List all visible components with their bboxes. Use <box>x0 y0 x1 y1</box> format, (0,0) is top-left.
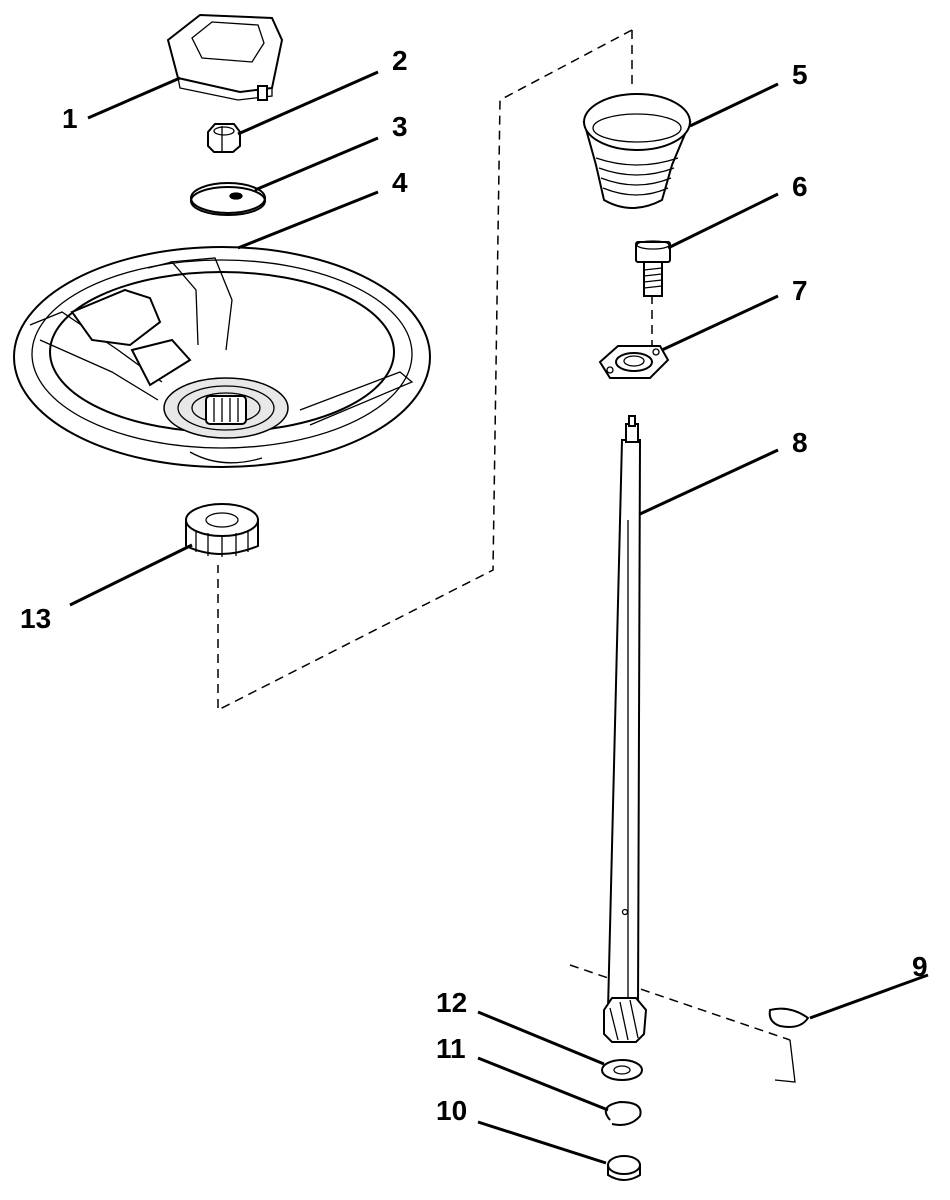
callout-numbers: 1 2 3 4 5 6 7 8 9 10 11 12 13 <box>20 45 928 1126</box>
part-11-retaining-ring[interactable] <box>604 1100 642 1126</box>
part-1-steering-cap[interactable] <box>166 13 284 101</box>
leader-lines <box>69 70 929 1165</box>
callout-11: 11 <box>436 1033 466 1064</box>
part-13-splined-adapter[interactable] <box>185 503 259 557</box>
assembly-dash-lines <box>217 29 791 1041</box>
part-6-bolt[interactable] <box>635 240 671 297</box>
part-4-steering-wheel[interactable] <box>13 246 431 468</box>
callout-10: 10 <box>436 1095 467 1126</box>
callout-3: 3 <box>392 111 408 142</box>
callout-6: 6 <box>792 171 808 202</box>
part-12-flat-washer[interactable] <box>601 1059 643 1081</box>
callout-12: 12 <box>436 987 467 1018</box>
part-8-steering-shaft[interactable] <box>603 415 648 1043</box>
callout-4: 4 <box>392 167 408 198</box>
callout-13: 13 <box>20 603 51 634</box>
part-10-cap[interactable] <box>607 1155 641 1181</box>
part-7-flange-bearing[interactable] <box>598 345 670 379</box>
callout-8: 8 <box>792 427 808 458</box>
callout-9: 9 <box>912 951 928 982</box>
part-3-washer[interactable] <box>190 182 266 216</box>
callout-2: 2 <box>392 45 408 76</box>
callout-1: 1 <box>62 103 78 134</box>
part-5-bellows-boot[interactable] <box>582 93 692 209</box>
callout-7: 7 <box>792 275 808 306</box>
part-2-nut[interactable] <box>207 123 241 153</box>
callout-5: 5 <box>792 59 808 90</box>
part-9-support-bracket[interactable] <box>768 1007 810 1083</box>
